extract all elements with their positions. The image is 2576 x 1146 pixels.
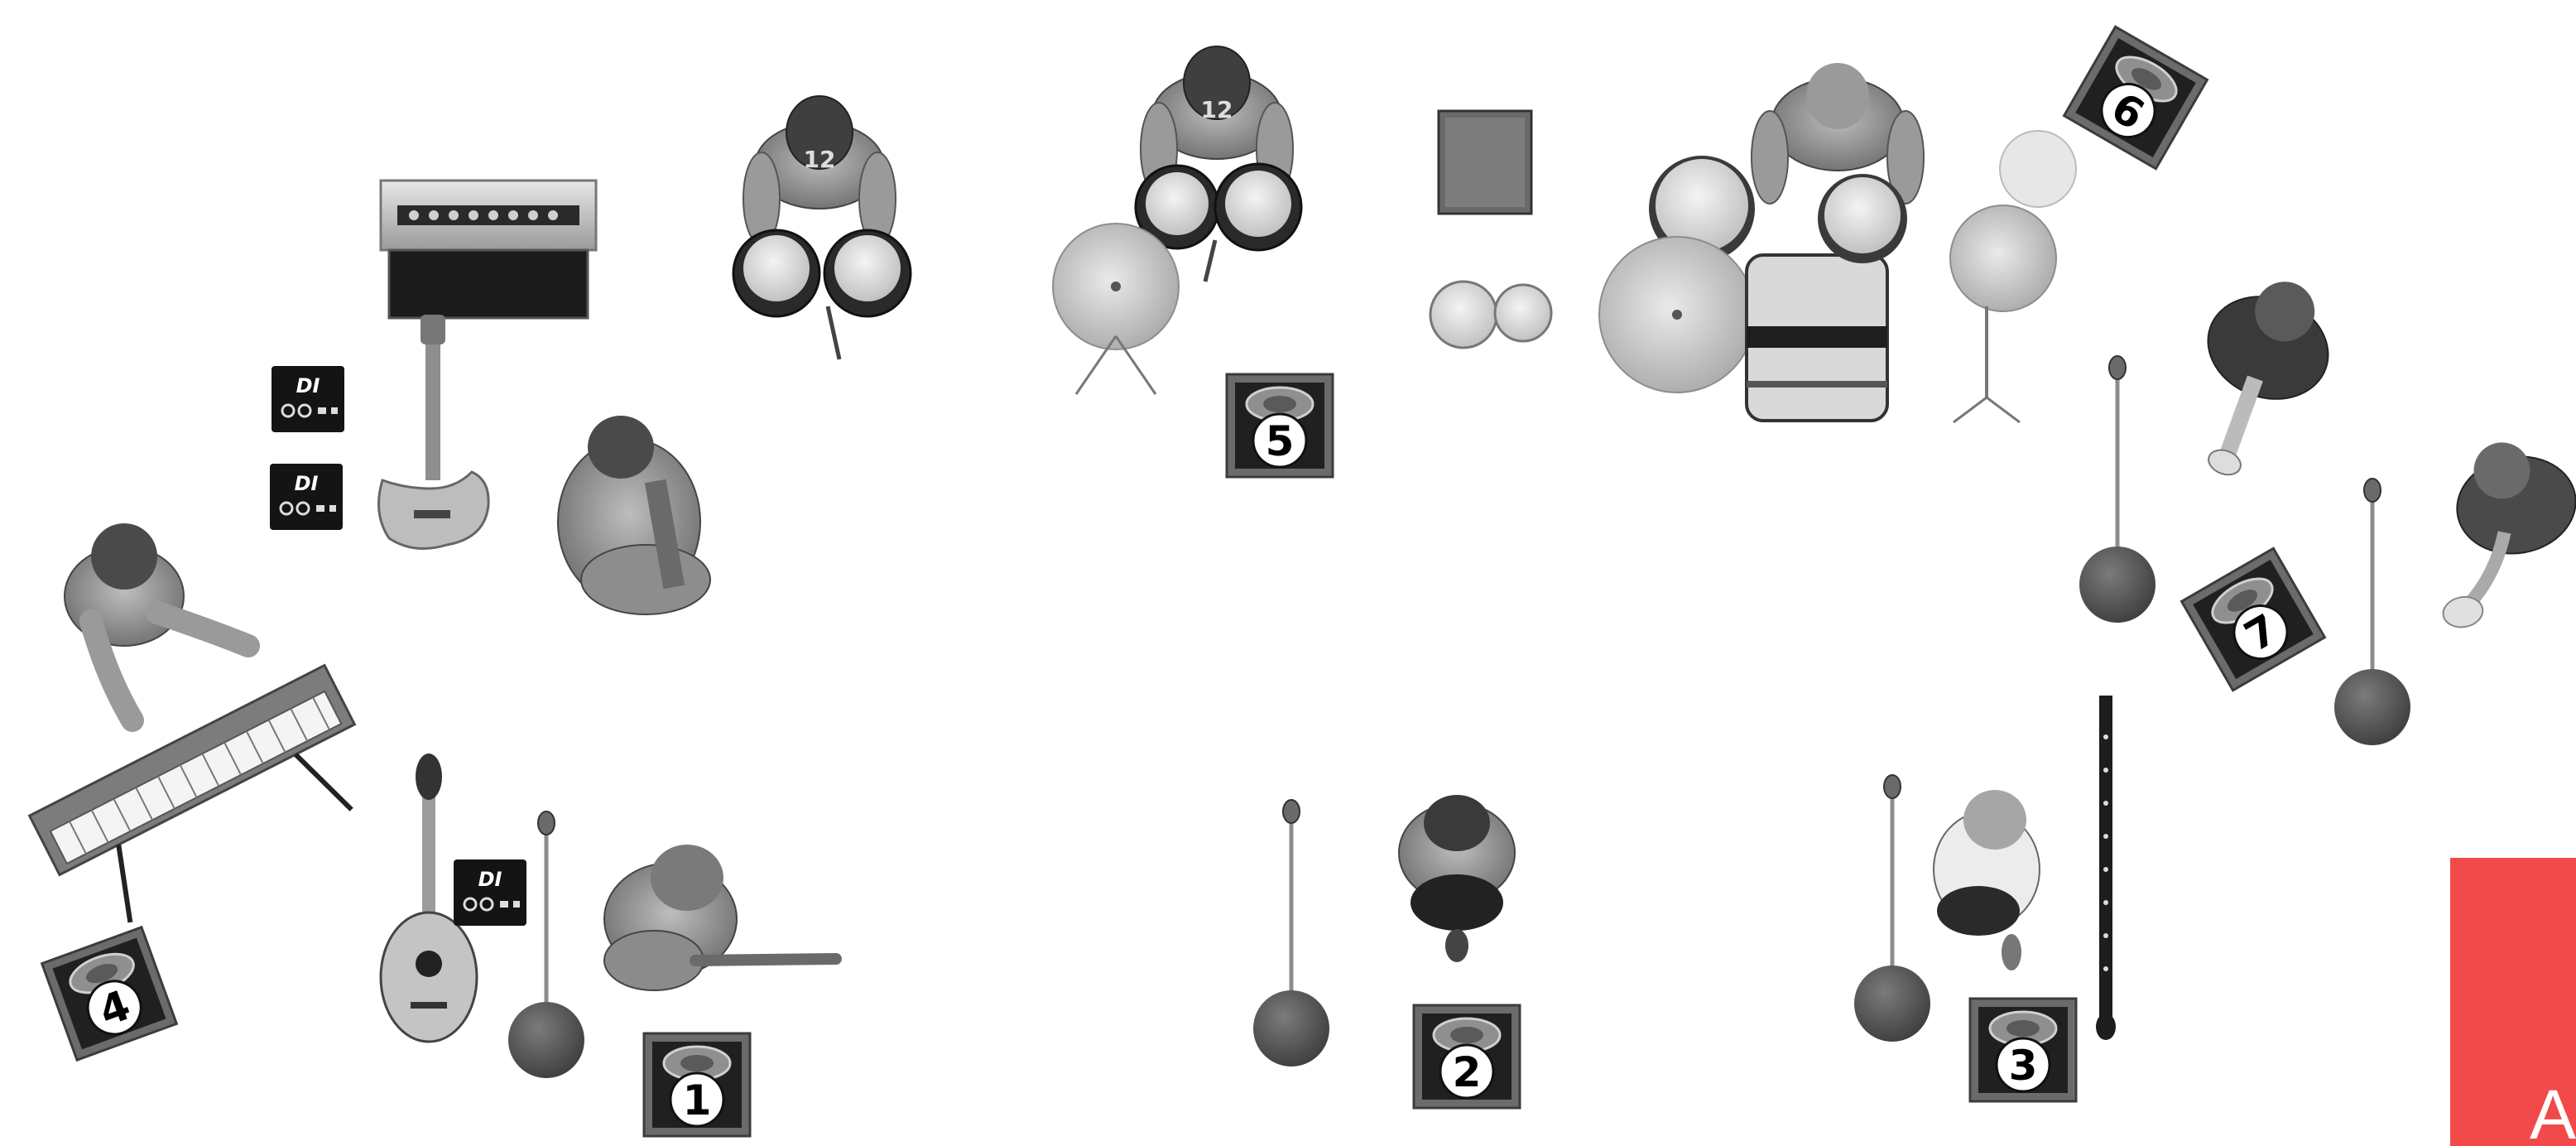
electric-guitar-icon (379, 315, 489, 549)
jersey-number: 12 (1201, 96, 1233, 123)
mic-stand-icon (508, 811, 584, 1078)
cymbal-icon (1053, 224, 1179, 394)
di-box-icon: DI (270, 464, 343, 530)
monitor-wedge-icon: 4 (42, 927, 177, 1060)
keyboard-icon (30, 666, 389, 941)
oboe-icon (2096, 696, 2116, 1040)
monitor-wedge-icon: 3 (1970, 999, 2076, 1101)
monitor-wedge-icon: 7 (2182, 548, 2325, 690)
monitor-label: 3 (2009, 1042, 2038, 1090)
di-box-icon: DI (272, 366, 344, 432)
monitor-wedge-icon: 2 (1414, 1005, 1520, 1108)
guitar-amp-icon (381, 181, 596, 318)
congas-icon (733, 230, 911, 359)
di-label: DI (296, 374, 320, 397)
di-label: DI (295, 472, 319, 495)
monitor-label: 5 (1266, 417, 1295, 465)
monitor-wedge-icon: 5 (1227, 374, 1333, 477)
monitor-wedge-icon: 1 (644, 1033, 750, 1136)
trumpet-player (2165, 262, 2349, 495)
singer-3 (1934, 790, 2040, 970)
mic-stand-icon (2334, 479, 2410, 745)
saxophone-icon (2431, 532, 2520, 630)
conga-player: 12 (743, 96, 896, 245)
keyboard-player (65, 523, 248, 720)
mic-stand-icon (1253, 800, 1329, 1067)
cajon-icon (1439, 111, 1531, 214)
bass-player (558, 416, 710, 614)
di-label: DI (478, 868, 502, 891)
corner-letter: A (2530, 1080, 2576, 1146)
drum-kit-icon (1599, 63, 2076, 422)
bongos-icon (1430, 282, 1551, 348)
mic-stand-icon (2079, 356, 2155, 623)
mic-stand-icon (1854, 775, 1930, 1042)
di-box-icon: DI (454, 860, 526, 926)
sax-player (2415, 431, 2576, 630)
monitor-label: 1 (683, 1076, 712, 1124)
corner-badge: A (2450, 858, 2576, 1146)
singer-2 (1399, 795, 1515, 962)
guitar-player (604, 845, 836, 990)
jersey-number: 12 (804, 146, 836, 173)
monitor-label: 2 (1453, 1048, 1482, 1096)
monitor-wedge-icon: 6 (2064, 26, 2208, 168)
